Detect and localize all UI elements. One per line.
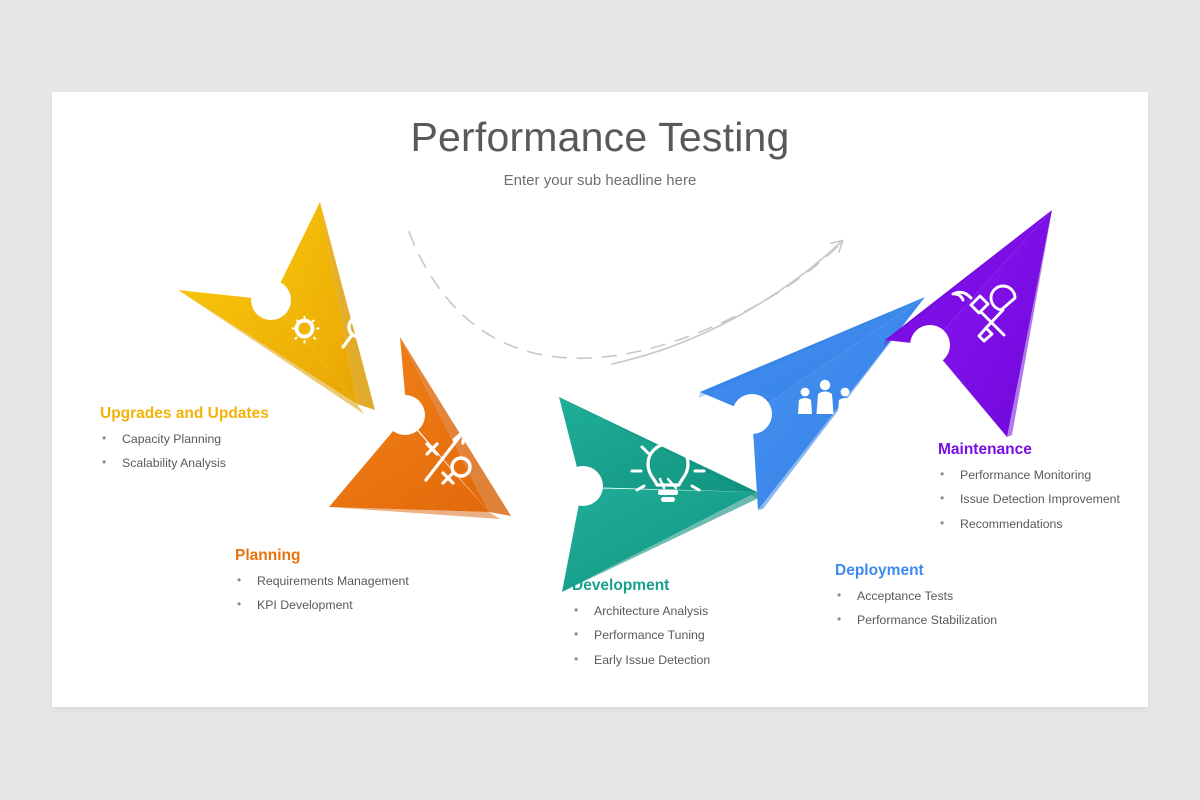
- step-text-deployment: Deployment Acceptance Tests Performance …: [835, 562, 997, 638]
- step-bullets-planning: Requirements Management KPI Development: [235, 573, 409, 613]
- step-title-development: Development: [572, 577, 670, 594]
- step-title-upgrades: Upgrades and Updates: [100, 405, 269, 422]
- step-title-maintenance: Maintenance: [938, 441, 1032, 458]
- step-text-development: Development Architecture Analysis Perfor…: [572, 577, 710, 677]
- list-item: KPI Development: [235, 597, 409, 613]
- step-title-deployment: Deployment: [835, 562, 924, 579]
- step-bullets-deployment: Acceptance Tests Performance Stabilizati…: [835, 588, 997, 628]
- step-text-maintenance: Maintenance Performance Monitoring Issue…: [938, 441, 1120, 541]
- strategy-icon: [424, 429, 472, 485]
- step-bullets-development: Architecture Analysis Performance Tuning…: [572, 603, 710, 668]
- step-arrow-planning[interactable]: [329, 337, 511, 519]
- step-arrow-maintenance[interactable]: [884, 210, 1052, 437]
- list-item: Architecture Analysis: [572, 603, 710, 619]
- step-text-upgrades: Upgrades and Updates Capacity Planning S…: [100, 405, 269, 481]
- step-text-planning: Planning Requirements Management KPI Dev…: [235, 547, 409, 623]
- hammer-wrench-icon: [951, 284, 1017, 343]
- slide: Performance Testing Enter your sub headl…: [52, 92, 1148, 707]
- list-item: Capacity Planning: [100, 431, 269, 447]
- list-item: Early Issue Detection: [572, 652, 710, 668]
- flow-connector-arrow: [408, 231, 844, 365]
- gears-magnifier-icon: [291, 294, 371, 349]
- step-bullets-upgrades: Capacity Planning Scalability Analysis: [100, 431, 269, 471]
- infographic-diagram: [178, 202, 1052, 592]
- list-item: Performance Stabilization: [835, 612, 997, 628]
- people-team-icon: [798, 379, 852, 414]
- step-arrow-development[interactable]: [559, 397, 763, 592]
- step-arrow-deployment[interactable]: [699, 297, 925, 510]
- step-arrow-upgrades[interactable]: [178, 202, 375, 414]
- list-item: Acceptance Tests: [835, 588, 997, 604]
- list-item: Recommendations: [938, 516, 1120, 532]
- list-item: Issue Detection Improvement: [938, 491, 1120, 507]
- list-item: Performance Monitoring: [938, 467, 1120, 483]
- step-title-planning: Planning: [235, 547, 301, 564]
- list-item: Scalability Analysis: [100, 455, 269, 471]
- step-bullets-maintenance: Performance Monitoring Issue Detection I…: [938, 467, 1120, 532]
- list-item: Requirements Management: [235, 573, 409, 589]
- lightbulb-icon: [630, 435, 706, 502]
- list-item: Performance Tuning: [572, 627, 710, 643]
